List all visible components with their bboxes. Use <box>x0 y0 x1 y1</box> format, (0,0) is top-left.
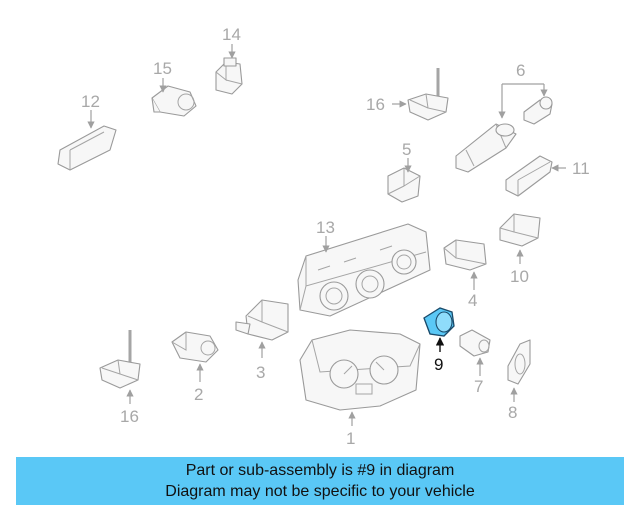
part-6-bulb-socket <box>455 96 553 173</box>
callout-1: 1 <box>346 429 355 448</box>
callout-9: 9 <box>434 355 443 374</box>
callout-12: 12 <box>81 92 100 111</box>
callout-8: 8 <box>508 403 517 422</box>
part-13-control-panel <box>297 223 431 317</box>
callout-16-top: 16 <box>366 95 385 114</box>
callout-6: 6 <box>516 61 525 80</box>
part-5-switch <box>387 167 421 203</box>
part-2-switch <box>171 331 219 363</box>
part-15-sensor-bracket <box>151 85 197 117</box>
part-9-highlighted <box>423 307 455 337</box>
callout-10: 10 <box>510 267 529 286</box>
callout-2: 2 <box>194 385 203 404</box>
part-3-switch <box>235 299 289 341</box>
part-16-sensor-bottom <box>99 330 141 389</box>
part-4-switch <box>443 239 487 271</box>
part-10-switch-block <box>499 213 541 247</box>
part-16-sensor-top <box>407 68 449 121</box>
callout-16-bottom: 16 <box>120 407 139 426</box>
part-8-trim <box>507 339 531 385</box>
callout-11: 11 <box>572 159 590 178</box>
callout-14: 14 <box>222 25 241 44</box>
callout-4: 4 <box>468 291 477 310</box>
part-1-instrument-cluster <box>299 329 421 411</box>
part-11-button <box>505 155 553 197</box>
callout-3: 3 <box>256 363 265 382</box>
callout-15: 15 <box>153 59 172 78</box>
banner-line-1: Part or sub-assembly is #9 in diagram <box>185 462 455 479</box>
info-banner: Part or sub-assembly is #9 in diagram Di… <box>16 457 624 505</box>
part-14-connector <box>215 57 243 95</box>
callout-13: 13 <box>316 218 335 237</box>
callout-5: 5 <box>402 140 411 159</box>
callout-7: 7 <box>474 377 483 396</box>
parts-diagram: 14 15 12 16 6 5 <box>57 25 590 448</box>
banner-line-2: Diagram may not be specific to your vehi… <box>165 483 475 500</box>
part-12-switch <box>57 125 117 171</box>
part-7-bulb-holder <box>459 329 491 357</box>
